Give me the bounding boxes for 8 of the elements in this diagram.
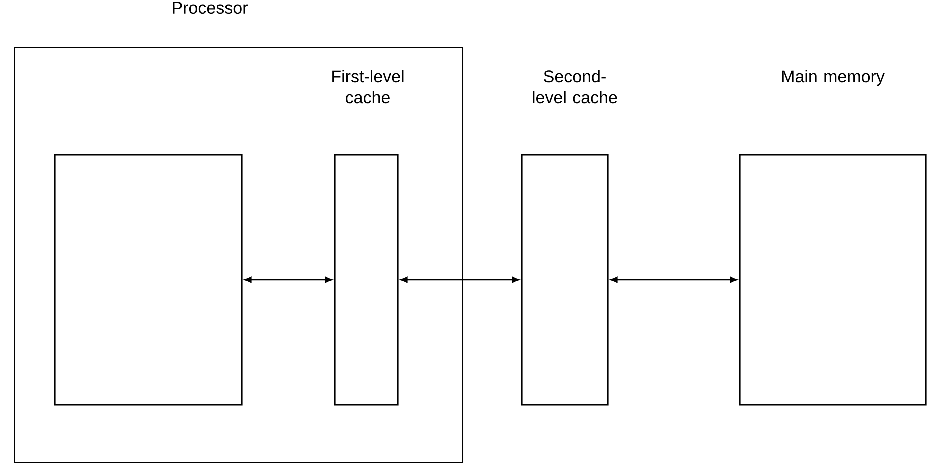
heading: Second-level cache	[533, 70, 618, 104]
heading: Processor	[173, 2, 248, 14]
arrow	[244, 276, 332, 284]
box	[54, 154, 243, 406]
heading: First-level cache	[332, 70, 404, 104]
heading: Main memory	[782, 70, 885, 86]
arrow	[610, 276, 738, 284]
arrow	[400, 276, 520, 284]
